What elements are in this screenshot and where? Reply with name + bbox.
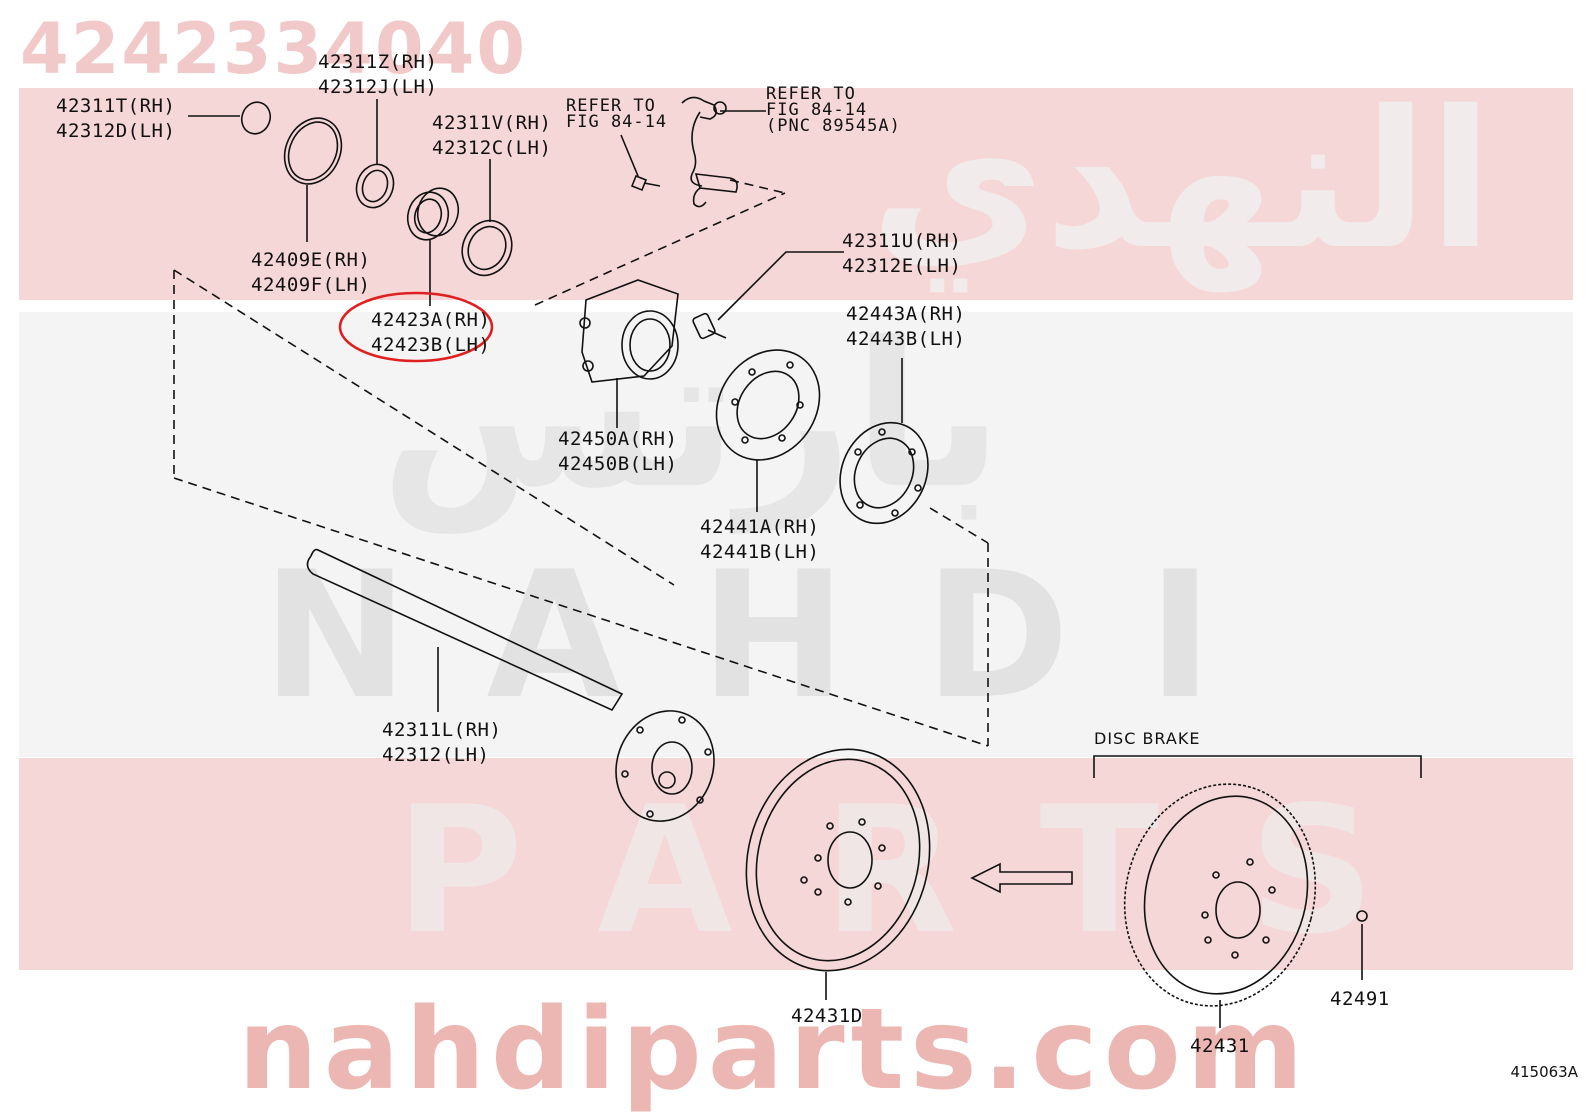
gasket-42443A xyxy=(839,421,929,525)
watermark-website: nahdiparts.com xyxy=(238,985,1310,1115)
label-refer-2: REFER TO FIG 84-14 (PNC 89545A) xyxy=(766,84,901,136)
label-disc-brake: DISC BRAKE xyxy=(1094,729,1201,748)
axle-shaft-42311L xyxy=(306,548,715,822)
watermark-band-gray xyxy=(19,312,1573,757)
label-42311V: 42311V(RH) 42312C(LH) xyxy=(432,112,552,159)
label-refer-1: REFER TO FIG 84-14 xyxy=(566,96,668,132)
label-42441A: 42441A(RH) 42441B(LH) xyxy=(700,516,820,563)
bearing-retainer-42450A xyxy=(579,279,679,383)
watermark-arabic-top: النهدي xyxy=(870,70,1494,291)
label-42311L: 42311L(RH) 42312(LH) xyxy=(382,719,502,766)
watermark-arabic-mid: بارتس xyxy=(380,300,1004,533)
label-42311T: 42311T(RH) 42312D(LH) xyxy=(56,95,176,142)
label-42311U: 42311U(RH) 42312E(LH) xyxy=(842,230,962,277)
label-42450A: 42450A(RH) 42450B(LH) xyxy=(558,428,678,475)
arrow-icon xyxy=(970,862,1073,894)
assembly-outline xyxy=(173,179,989,747)
label-42311Z: 42311Z(RH) 42312J(LH) xyxy=(318,51,438,98)
highlight-circle xyxy=(338,291,494,363)
seal-42311V xyxy=(461,219,513,277)
bearing-42423A xyxy=(406,187,460,241)
brake-drum-42431D xyxy=(745,748,931,972)
backing-plate-42441A xyxy=(715,349,821,461)
o-ring-42409E xyxy=(283,117,343,185)
nut-42491 xyxy=(1356,910,1368,922)
watermark-part-number: 4242334040 xyxy=(20,8,528,90)
label-42443A: 42443A(RH) 42443B(LH) xyxy=(846,303,966,350)
hub-bolt-42311U xyxy=(692,312,727,340)
sensor-bolt xyxy=(630,174,661,192)
seal-42311Z xyxy=(355,163,395,209)
speed-sensor xyxy=(681,96,738,208)
label-42431D: 42431D xyxy=(791,1005,863,1027)
watermark-brand-latin: NAHDI xyxy=(262,535,1291,738)
illustration-code: 415063A xyxy=(1510,1063,1578,1081)
snap-ring-42311T xyxy=(240,101,272,135)
label-42409E: 42409E(RH) 42409F(LH) xyxy=(251,249,371,296)
brake-rotor-42431 xyxy=(1123,783,1317,1007)
label-42431: 42431 xyxy=(1190,1035,1250,1057)
label-42423A: 42423A(RH) 42423B(LH) xyxy=(371,309,491,356)
label-42491: 42491 xyxy=(1330,988,1390,1010)
watermark-band-red-top xyxy=(19,88,1573,300)
